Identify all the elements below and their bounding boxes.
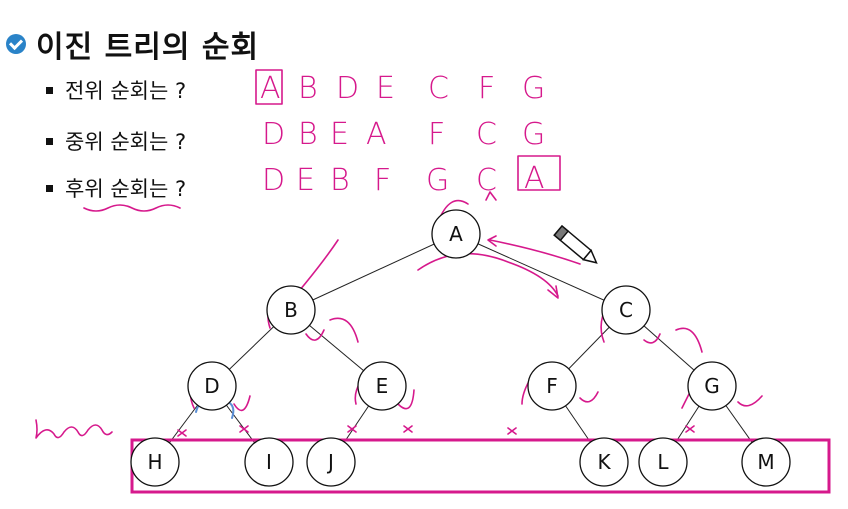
node-label: M <box>757 450 774 474</box>
answer-inorder: D B E A F C G <box>262 117 545 152</box>
tree-node: H <box>130 437 180 487</box>
tree-node: L <box>638 437 688 487</box>
edge <box>290 233 457 311</box>
annotation-stroke <box>579 391 599 403</box>
tree-node: J <box>306 437 356 487</box>
answer-letter: D <box>336 71 359 106</box>
scribble <box>35 419 113 439</box>
cross-mark <box>685 425 695 433</box>
annotation-stroke <box>329 317 359 343</box>
bullet <box>46 137 53 145</box>
node-label: G <box>704 374 720 398</box>
bullet <box>46 184 53 192</box>
answer-letter: B <box>298 71 318 106</box>
highlight-box <box>517 155 561 191</box>
annotation-stroke <box>547 285 559 299</box>
answer-letter: B <box>330 163 350 198</box>
tree-node: K <box>579 437 629 487</box>
answer-letter: E <box>296 163 315 198</box>
answer-postorder: D E B F G C A <box>262 155 561 198</box>
tree-node: G <box>687 361 737 411</box>
node-label: L <box>657 450 669 474</box>
page-title: 이진 트리의 순회 <box>36 30 260 65</box>
edge <box>455 233 627 311</box>
node-label: B <box>284 298 298 322</box>
answer-letter: E <box>330 117 349 152</box>
question-inorder: 중위 순회는 ? <box>46 126 186 156</box>
answer-letter: C <box>476 117 497 152</box>
answer-letter: C <box>428 71 449 106</box>
bullet <box>46 86 53 94</box>
annotation-stroke <box>233 395 251 412</box>
title-row: 이진 트리의 순회 <box>6 22 259 66</box>
annotation-stroke <box>305 329 325 341</box>
answer-letter: F <box>428 117 445 152</box>
annotation-stroke <box>489 239 581 265</box>
answer-letter: G <box>522 117 545 152</box>
answer-letter: G <box>426 163 449 198</box>
tree-node: A <box>431 209 481 259</box>
annotation-stroke <box>487 235 497 247</box>
squiggle-underline <box>83 204 181 212</box>
answer-letter: A <box>524 161 545 196</box>
annotation-stroke <box>643 333 661 344</box>
question-postorder: 후위 순회는 ? <box>46 173 186 203</box>
answer-letter: F <box>374 163 391 198</box>
annotation-stroke <box>485 191 497 201</box>
tree-node: C <box>601 285 651 335</box>
tree-node: F <box>527 361 577 411</box>
node-label: D <box>204 374 219 398</box>
cross-mark <box>347 425 357 433</box>
cross-mark <box>177 429 187 437</box>
question-inorder-label: 중위 순회는 ? <box>65 130 187 154</box>
answer-letter: B <box>298 117 318 152</box>
annotation-stroke <box>417 252 559 297</box>
node-label: H <box>147 450 162 474</box>
answer-letter: A <box>260 71 281 106</box>
node-label: C <box>619 298 633 322</box>
tree-node: M <box>741 437 791 487</box>
cross-mark <box>403 425 413 433</box>
answer-letter: A <box>366 117 387 152</box>
tree-node: I <box>244 437 294 487</box>
leaf-highlight-box <box>130 438 831 494</box>
tree-node: E <box>357 361 407 411</box>
answer-preorder: A B D E C F G <box>255 69 545 106</box>
pencil-icon <box>553 224 598 264</box>
question-preorder-label: 전위 순회는 ? <box>65 79 187 103</box>
answer-letter: G <box>522 71 545 106</box>
tree-node: D <box>187 361 237 411</box>
answer-letter: F <box>478 71 495 106</box>
annotation-stroke <box>737 395 763 407</box>
cross-mark <box>239 425 249 433</box>
highlight-box <box>255 69 283 105</box>
answer-letter: C <box>476 163 497 198</box>
node-label: K <box>597 450 611 474</box>
check-circle-icon <box>6 34 26 54</box>
annotation-stroke <box>675 327 703 353</box>
annotation-stroke <box>397 389 415 410</box>
cross-mark <box>507 427 517 435</box>
node-label: I <box>266 450 272 474</box>
node-label: A <box>449 222 463 246</box>
answer-letter: D <box>262 163 285 198</box>
node-label: F <box>546 374 558 398</box>
question-preorder: 전위 순회는 ? <box>46 75 186 105</box>
tree-node: B <box>266 285 316 335</box>
answer-letter: E <box>376 71 395 106</box>
node-label: J <box>326 450 334 474</box>
node-label: E <box>376 374 389 398</box>
question-postorder-label: 후위 순회는 ? <box>65 177 187 201</box>
answer-letter: D <box>262 117 285 152</box>
